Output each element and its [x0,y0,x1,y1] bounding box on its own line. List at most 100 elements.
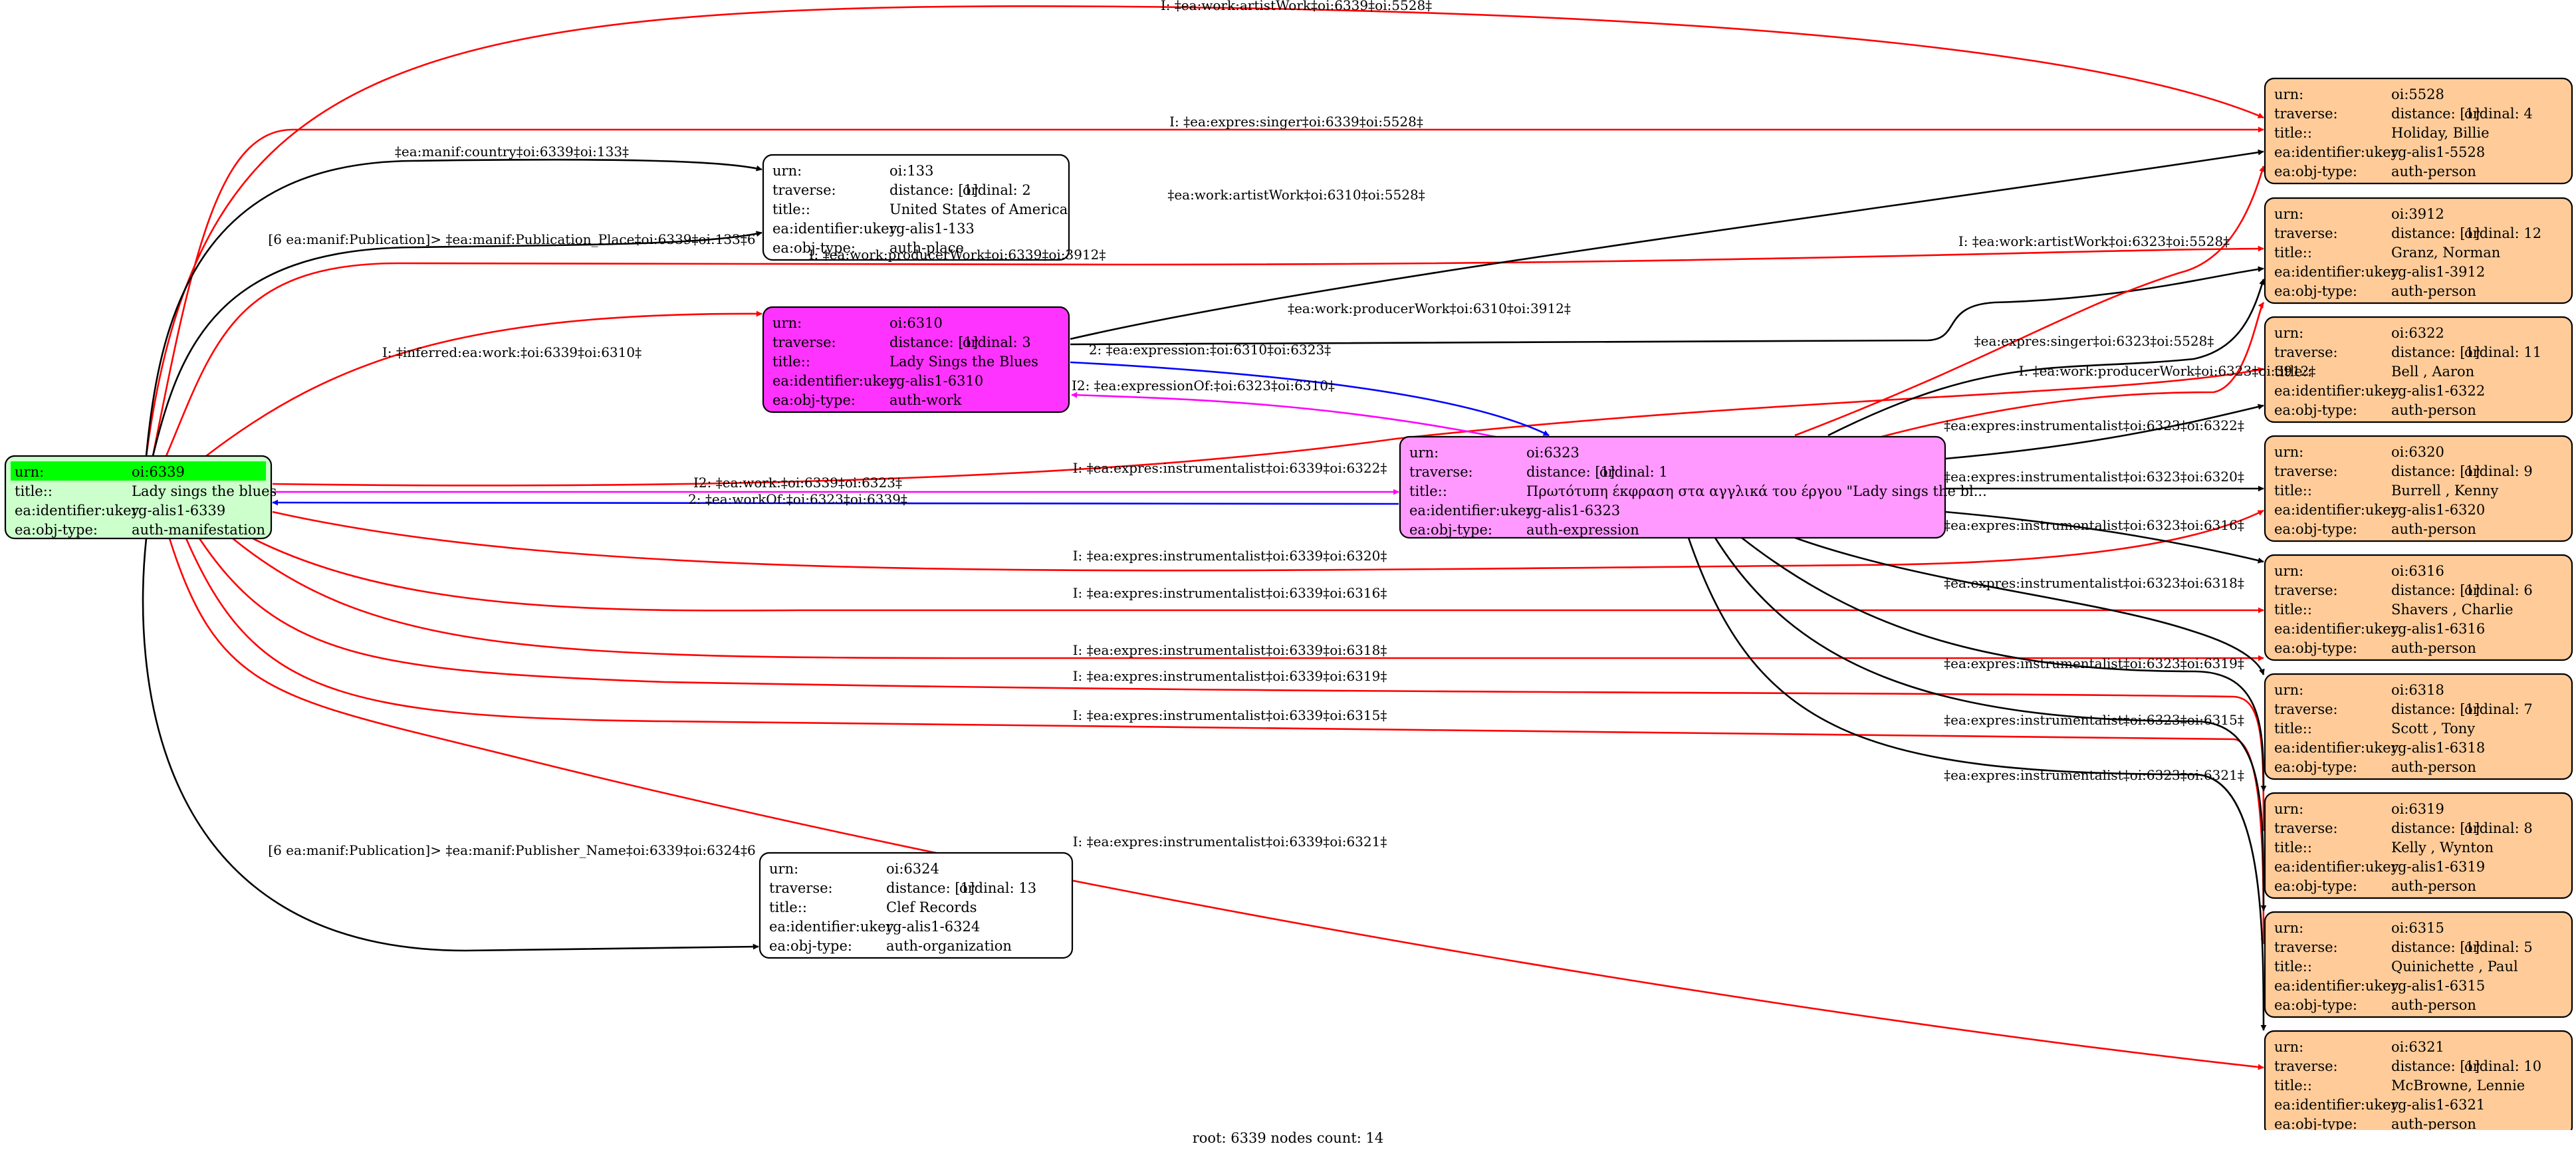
node-field-value: rg-alis1-6339 [132,503,225,519]
node-field-key: ea:identifier:ukey [772,373,897,389]
node-field-value: rg-alis1-133 [889,221,975,237]
node-field-value: Burrell , Kenny [2391,483,2499,499]
node-field-key: traverse: [772,182,836,198]
edge-n6339-n3912 [165,245,2264,457]
node-field-key: ea:identifier:ukey [2274,859,2399,875]
edge-line [1827,279,2265,437]
edge-n6339-n6321 [168,538,2264,1070]
node-field-value: oi:6323 [1526,445,1580,461]
edge-line [1881,302,2265,438]
node-field-value: auth-person [2391,521,2476,537]
node-field-value: rg-alis1-5528 [2391,144,2485,160]
edge-line [1070,361,1550,437]
edge-line [165,245,2264,457]
edge-label: I: ‡ea:expres:singer‡oi:6339‡oi:5528‡ [1169,114,1423,130]
node-field-value: auth-expression [1526,522,1639,538]
edge-line [1741,536,2267,792]
node-box [2264,435,2573,542]
edge-label: [6 ea:manif:Publication]> ‡ea:manif:Publ… [268,231,755,247]
node-field-key: ea:obj-type: [2274,521,2357,537]
edge-line [252,537,2264,614]
edge-line [1070,266,2264,346]
node-field-key: urn: [2274,325,2303,341]
node-field-value: distance: [1] [886,880,975,896]
edge-line [145,158,762,457]
node-field-key: ea:identifier:ukey [2274,144,2399,160]
node-box [2264,77,2573,185]
node-field-ordinal: ordinal: 12 [2464,225,2541,241]
edge-labels-layer: I: ‡ea:work:artistWork‡oi:6339‡oi:5528‡I… [268,0,2315,858]
edge-label: I: ‡ea:work:producerWork‡oi:6339‡oi:3912… [809,247,1106,263]
node-field-value: auth-person [2391,1116,2476,1130]
edge-line [272,367,2264,487]
edge-line [1714,537,2267,911]
node-field-value: oi:6318 [2391,682,2444,698]
node-field-key: urn: [1409,445,1439,461]
node-field-key: ea:identifier:ukey [2274,978,2399,994]
node-field-key: urn: [15,464,44,480]
node-field-value: auth-work [889,392,962,408]
node-field-key: urn: [769,861,798,877]
node-field-key: ea:obj-type: [2274,1116,2357,1130]
node-field-value: rg-alis1-6323 [1526,503,1620,519]
node-field-key: traverse: [2274,820,2338,836]
edge-line [1687,537,2267,1031]
node-field-key: ea:obj-type: [15,522,98,538]
edge-label: I: ‡ea:expres:instrumentalist‡oi:6339‡oi… [1073,668,1387,684]
edge-n6339-n6318 [232,537,2264,661]
edge-line [1070,149,2264,340]
edge-n6339-n133 [152,231,762,457]
node-field-value: oi:6320 [2391,444,2444,460]
edge-n6339-n6320 [272,509,2264,572]
edge-n6339-n6319 [198,538,2267,832]
node-field-ordinal: ordinal: 1 [1599,464,1668,480]
node-field-key: urn: [2274,206,2303,222]
node-field-value: Kelly , Wynton [2391,840,2494,856]
edge-n6323-n6321 [1687,537,2267,1031]
node-field-key: ea:identifier:ukey [769,919,894,935]
node-field-key: traverse: [2274,701,2338,717]
node-field-ordinal: ordinal: 11 [2464,344,2541,360]
edge-line [272,509,2264,572]
edge-line [1071,392,1496,438]
node-field-key: urn: [2274,682,2303,698]
edge-n6323-n6318 [1794,536,2265,675]
node-field-key: ea:obj-type: [2274,759,2357,775]
edge-line [205,310,762,457]
edge-n6310-n6323 [1070,361,1550,437]
edge-n6323-n6315 [1714,537,2267,911]
node-field-ordinal: ordinal: 5 [2464,939,2533,955]
node-field-value: oi:6324 [886,861,939,877]
edge-n6323-n6322 [1944,404,2264,460]
edge-n6339-n6310 [205,310,762,457]
edge-line [1944,511,2264,564]
node-field-value: distance: [1] [2391,1058,2480,1074]
edge-label: I: ‡ea:expres:instrumentalist‡oi:6339‡oi… [1073,585,1387,601]
edge-label: 2: ‡ea:workOf:‡oi:6323‡oi:6339‡ [688,491,907,507]
node-field-key: title:: [2274,125,2312,141]
edge-label: ‡ea:manif:country‡oi:6339‡oi:133‡ [395,144,629,160]
node-field-key: title:: [2274,364,2312,380]
edge-label: ‡ea:expres:instrumentalist‡oi:6323‡oi:63… [1944,469,2244,485]
node-box [2264,673,2573,780]
node-field-key: traverse: [2274,106,2338,122]
edge-n6339-n6322 [272,367,2264,487]
node-field-value: rg-alis1-6315 [2391,978,2485,994]
edge-label: I: ‡ea:expres:instrumentalist‡oi:6339‡oi… [1073,460,1387,476]
node-field-value: Lady sings the blues [132,483,277,499]
node-field-value: distance: [1] [2391,701,2480,717]
